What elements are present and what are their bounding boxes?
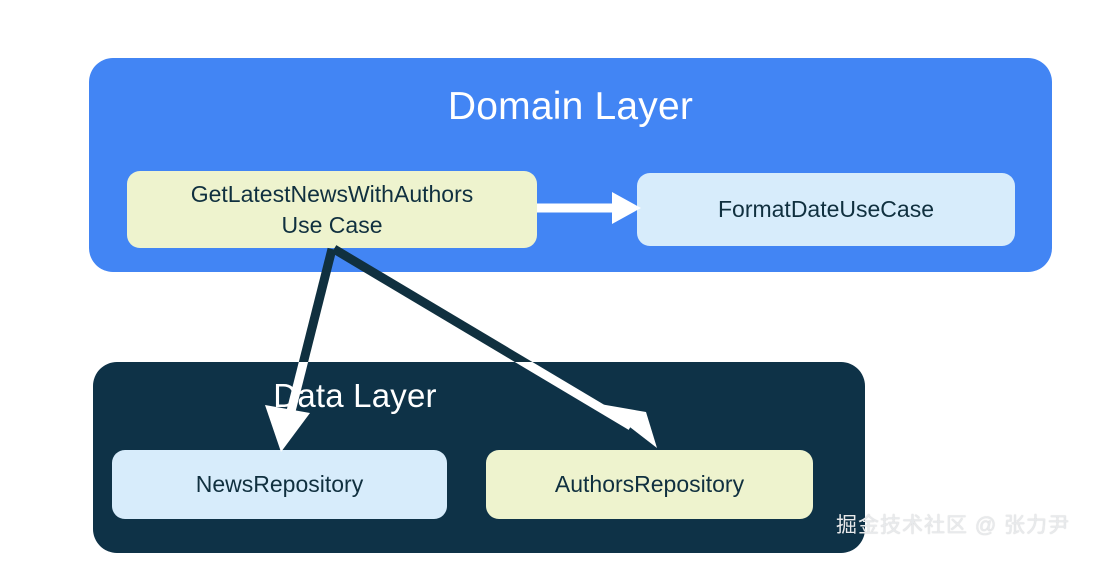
node-label-line1: GetLatestNewsWithAuthors (190, 180, 474, 207)
node-label-line2: Use Case (281, 211, 383, 238)
node-news-repository[interactable]: NewsRepository (112, 450, 447, 519)
node-get-latest-news-with-authors-use-case[interactable]: GetLatestNewsWithAuthors Use Case (127, 171, 537, 248)
node-label: GetLatestNewsWithAuthors Use Case (191, 179, 474, 241)
domain-layer-title: Domain Layer (447, 85, 694, 128)
watermark-text: 掘金技术社区 @ 张力尹 (836, 514, 1070, 537)
node-authors-repository[interactable]: AuthorsRepository (486, 450, 813, 519)
data-layer-title: Data Layer (273, 377, 437, 414)
node-format-date-use-case[interactable]: FormatDateUseCase (637, 173, 1015, 246)
node-label: AuthorsRepository (554, 471, 745, 497)
node-label: FormatDateUseCase (717, 196, 935, 222)
node-label: NewsRepository (195, 471, 364, 497)
